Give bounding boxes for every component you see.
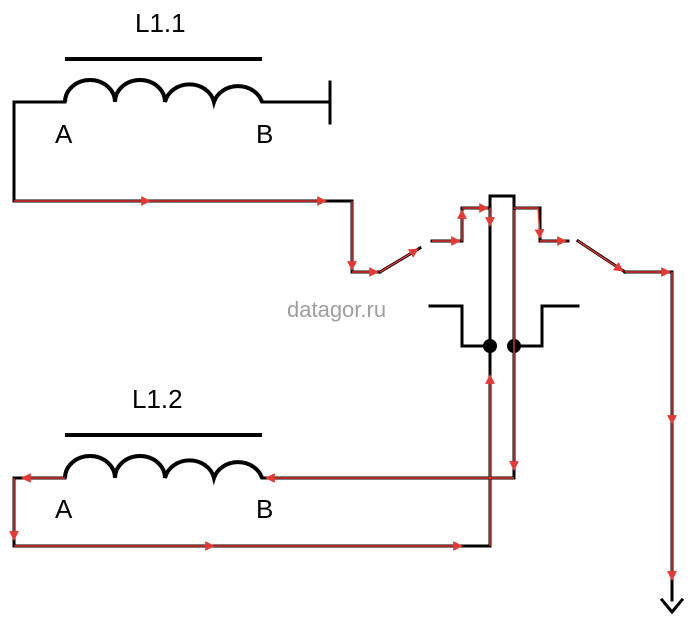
wiring (12, 100, 685, 615)
watermark: datagor.ru (287, 297, 386, 322)
coil-l1-1-terminal-a: A (55, 119, 73, 149)
coil-l1-2-label: L1.2 (132, 384, 183, 414)
coil-l1-1-winding (63, 78, 264, 110)
coil-l1-2-terminal-b: B (256, 494, 273, 524)
double-throw-switch-bottom (428, 304, 492, 348)
coil-l1-2: L1.2 A B (55, 384, 273, 524)
output-arrow (659, 597, 685, 615)
coil-l1-1-terminal-b: B (256, 119, 273, 149)
current-flow (9, 196, 677, 581)
coil-l1-2-winding (63, 454, 264, 486)
wire-l1-2-a (12, 476, 492, 548)
coil-l1-2-terminal-a: A (55, 494, 73, 524)
double-throw-switch-top (488, 194, 570, 243)
coil-l1-1-label: L1.1 (135, 8, 186, 38)
ground-terminal (260, 80, 332, 125)
coil-l1-1: L1.1 A B (55, 8, 273, 149)
